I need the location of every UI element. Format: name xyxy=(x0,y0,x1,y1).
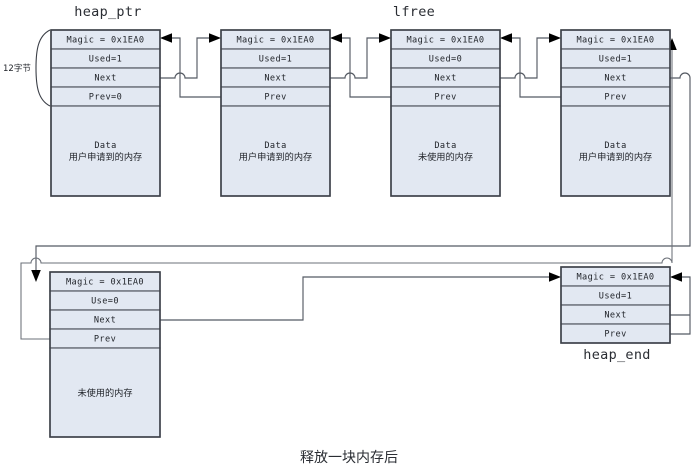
block-4-data-label: Data xyxy=(604,141,626,151)
block-6-row-prev: Prev xyxy=(604,330,626,340)
arrowhead-heapend-magic-in xyxy=(549,272,561,282)
block-4-row-next: Next xyxy=(604,74,626,84)
pointer-label-lfree: lfree xyxy=(393,4,435,20)
block-2-row-magic: Magic = 0x1EA0 xyxy=(236,36,314,46)
arrowhead-b2-magic-in2 xyxy=(330,33,342,43)
link-heapend-prev-selfloop xyxy=(670,272,691,335)
block-2-row-next: Next xyxy=(264,74,286,84)
block-6-row-magic: Magic = 0x1EA0 xyxy=(576,273,654,283)
arrowhead-b5-magic-in xyxy=(31,270,41,282)
diagram-caption: 释放一块内存后 xyxy=(300,450,398,466)
block-5-data-desc: 未使用的内存 xyxy=(77,387,132,399)
arrowhead-b3-magic-in xyxy=(379,33,391,43)
pointer-label-heap-ptr: heap_ptr xyxy=(74,4,141,20)
link-b5-next-to-heapend xyxy=(160,272,561,321)
block-1-row-used: Used=1 xyxy=(89,55,122,65)
arrowhead-b3-magic-in2 xyxy=(500,33,512,43)
block-1-row-magic: Magic = 0x1EA0 xyxy=(66,36,144,46)
link-b1-next-to-b2 xyxy=(160,33,221,79)
arrowhead-heapend-magic-in2 xyxy=(670,272,682,282)
block-3-data-label: Data xyxy=(434,141,456,151)
block-3-row-prev: Prev xyxy=(434,93,456,103)
block-2: Magic = 0x1EA0 Used=1 Next Prev Data 用户申… xyxy=(220,29,331,197)
block-4-row-magic: Magic = 0x1EA0 xyxy=(576,36,654,46)
block-1-row-prev: Prev=0 xyxy=(89,93,122,103)
link-b3-next-to-b4 xyxy=(500,33,561,79)
block-6-row-used: Used=1 xyxy=(599,292,632,302)
block-5-row-next: Next xyxy=(94,316,116,326)
block-3-row-magic: Magic = 0x1EA0 xyxy=(406,36,484,46)
block-4-row-used: Used=1 xyxy=(599,55,632,65)
link-b2-next-to-b3 xyxy=(330,33,391,79)
block-6-row-next: Next xyxy=(604,311,626,321)
block-1-data-desc: 用户申请到的内存 xyxy=(69,151,143,163)
block-3-row-next: Next xyxy=(434,74,456,84)
link-b2-prev-to-b1 xyxy=(160,33,221,98)
block-4-row-prev: Prev xyxy=(604,93,626,103)
pointer-label-heap-end: heap_end xyxy=(583,347,650,363)
header-size-label: 12字节 xyxy=(3,63,31,74)
block-2-row-prev: Prev xyxy=(264,93,286,103)
header-size-brace: 12字节 xyxy=(3,29,51,107)
block-4-data-desc: 用户申请到的内存 xyxy=(579,151,653,163)
block-1-data-label: Data xyxy=(94,141,116,151)
arrowhead-b2-magic-in xyxy=(209,33,221,43)
link-b4-next-to-heapend xyxy=(31,72,691,282)
block-2-data-desc: 用户申请到的内存 xyxy=(239,151,313,163)
block-6: Magic = 0x1EA0 Used=1 Next Prev xyxy=(560,266,671,344)
block-4: Magic = 0x1EA0 Used=1 Next Prev Data 用户申… xyxy=(560,29,671,197)
block-3-row-used: Used=0 xyxy=(429,55,462,65)
block-2-row-used: Used=1 xyxy=(259,55,292,65)
block-5-row-magic: Magic = 0x1EA0 xyxy=(66,278,144,288)
block-5: Magic = 0x1EA0 Use=0 Next Prev 未使用的内存 xyxy=(49,271,161,438)
arrowhead-b4-magic-in xyxy=(549,33,561,43)
block-3: Magic = 0x1EA0 Used=0 Next Prev Data 未使用… xyxy=(390,29,501,197)
block-3-data-desc: 未使用的内存 xyxy=(418,151,473,163)
arrowhead-b1-magic-in xyxy=(160,33,172,43)
block-5-row-prev: Prev xyxy=(94,335,116,345)
block-1-row-next: Next xyxy=(94,74,116,84)
link-b3-prev-to-b2 xyxy=(330,33,391,98)
link-b4-prev-to-b3 xyxy=(500,33,561,98)
block-5-row-use: Use=0 xyxy=(91,297,119,307)
block-2-data-label: Data xyxy=(264,141,286,151)
block-1: Magic = 0x1EA0 Used=1 Next Prev=0 Data 用… xyxy=(50,29,161,197)
